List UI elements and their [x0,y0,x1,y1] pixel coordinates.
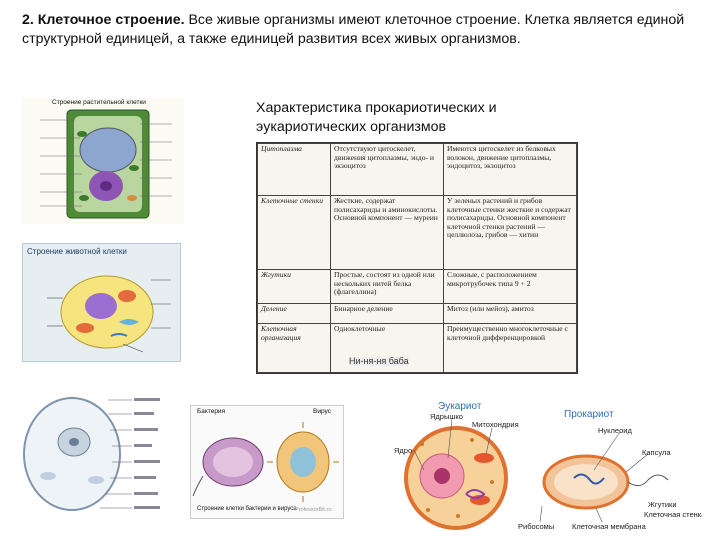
intro-lead: 2. Клеточное строение. [22,12,185,28]
row-prokaryote: Простые, состоят из одной или нескольких… [330,269,444,304]
label-nucleoid: Нуклеоид [598,426,632,435]
plant-cell-drawing [40,109,172,219]
row-prokaryote: Бинарное деление [330,303,444,324]
intro-text: Все живые организмы имеют клеточное стро… [22,12,685,47]
label-cell-wall: Клеточная стенка [644,510,702,519]
comparison-table: Цитоплазма Отсутствуют цитоскелет, движе… [256,142,578,374]
row-head: Клеточные стенки [257,195,331,270]
animal-cell-drawing [47,275,171,353]
cell-diagram-drawing [23,397,160,511]
cell-diagram-small [12,380,170,520]
label-ribosomes: Рибосомы [518,522,555,531]
row-head: Деление [257,303,331,324]
virus-label: Вирус [313,408,331,415]
label-mitochondria: Митохондрия [472,420,519,429]
label-nucleolus: Ядрышко [430,412,463,421]
bacteria-caption: Строение клетки бактерии и вируса [197,506,297,512]
row-eukaryote: У зеленых растений и грибов клеточные ст… [443,195,577,270]
eukaryote-prokaryote-drawing [404,417,669,530]
row-head: Клеточная организация [257,323,331,373]
row-eukaryote: Митоз (или мейоз), амитоз [443,303,577,324]
row-prokaryote: Отсутствуют цитоскелет, движения цитопла… [330,143,444,196]
prokaryote-title: Прокариот [564,409,614,420]
bacteria-virus-image: Бактерия Вирус Строение клетки бактерии … [190,405,344,519]
bacteria-virus-drawing [192,422,339,502]
bacteria-label: Бактерия [197,408,226,415]
plant-cell-caption: Строение растительной клетки [52,99,146,106]
row-eukaryote: Имеются цитоскелет из белковых волокон, … [443,143,577,196]
intro-paragraph: 2. Клеточное строение. Все живые организ… [22,11,702,49]
table-overlay-text: Ни-ня-ня баба [349,356,409,366]
label-capsule: Капсула [642,448,671,457]
label-nucleus: Ядро [394,446,413,455]
label-membrane: Клеточная мембрана [572,522,646,531]
row-eukaryote: Преимущественно многоклеточные с клеточн… [443,323,577,373]
plant-cell-image: Строение растительной клетки [22,98,184,224]
row-prokaryote: Жесткие, содержат полисахариды и аминоки… [330,195,444,270]
table-title: Характеристика прокариотических и эукари… [256,100,497,135]
row-head: Жгутики [257,269,331,304]
eukaryote-prokaryote-image: Эукариот Прокариот Ядрышко Митохондрия Я… [392,398,702,538]
watermark-logo: ProfessorBit.ru [295,507,332,513]
animal-cell-image: Строение животной клетки [22,243,181,362]
animal-cell-caption: Строение животной клетки [27,247,127,256]
eukaryote-title: Эукариот [438,401,482,412]
label-flagella: Жгутики [648,500,677,509]
row-eukaryote: Сложные, с расположением микротрубочек т… [443,269,577,304]
row-head: Цитоплазма [257,143,331,196]
